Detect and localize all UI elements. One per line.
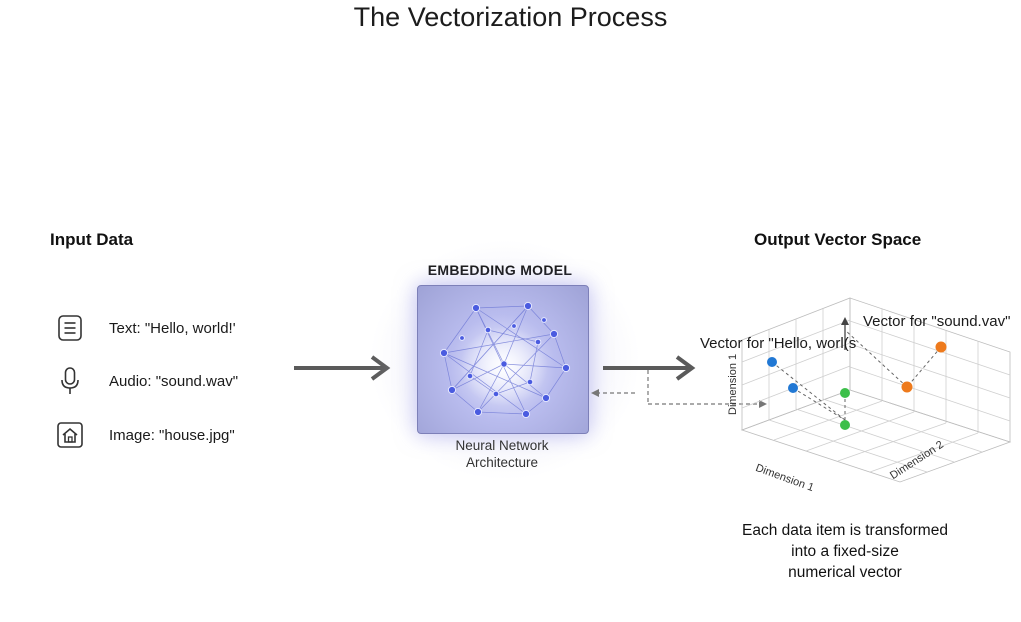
- diagram-title: The Vectorization Process: [353, 2, 668, 32]
- model-caption-line2: Architecture: [465, 455, 539, 470]
- point-audio-1: [935, 341, 947, 353]
- point-image-1: [840, 388, 850, 398]
- model-caption-line1: Neural Network: [455, 438, 549, 453]
- output-vector-space-heading: Output Vector Space: [754, 230, 922, 249]
- input-text-label: Text: "Hello, world!': [109, 319, 236, 337]
- input-item-audio: Audio: "sound.wav": [56, 366, 238, 396]
- microphone-icon: [56, 366, 84, 396]
- image-house-icon: [56, 420, 84, 450]
- point-text-2: [788, 383, 798, 393]
- footer-line3: numerical vector: [788, 564, 902, 581]
- arrow-model-to-output: [591, 355, 767, 408]
- embedding-model-heading: EMBEDDING MODEL: [427, 262, 573, 278]
- input-data-heading: Input Data: [50, 230, 134, 249]
- axis-label-dimension-vertical: Dimension 1: [727, 353, 739, 415]
- vector-space-cube: [740, 297, 1012, 483]
- point-text-1: [767, 357, 777, 367]
- embedding-model-box: [417, 285, 589, 434]
- vector-label-hello-world: Vector for "Hello, worl(s: [700, 335, 857, 352]
- point-image-2: [840, 420, 850, 430]
- footer-line2: into a fixed-size: [791, 543, 899, 560]
- input-audio-label: Audio: "sound.wav": [109, 372, 239, 390]
- footer-caption: Each data item is transformed into a fix…: [700, 520, 990, 583]
- vector-label-sound: Vector for "sound.vav": [863, 313, 1011, 330]
- footer-line1: Each data item is transformed: [742, 522, 948, 539]
- document-icon: [56, 313, 84, 343]
- neural-network-icon: [439, 301, 571, 419]
- model-caption: Neural Network Architecture: [404, 437, 600, 471]
- input-image-label: Image: "house.jpg": [109, 426, 235, 444]
- point-audio-2: [901, 381, 913, 393]
- input-item-image: Image: "house.jpg": [56, 420, 235, 450]
- input-item-text: Text: "Hello, world!': [56, 313, 236, 343]
